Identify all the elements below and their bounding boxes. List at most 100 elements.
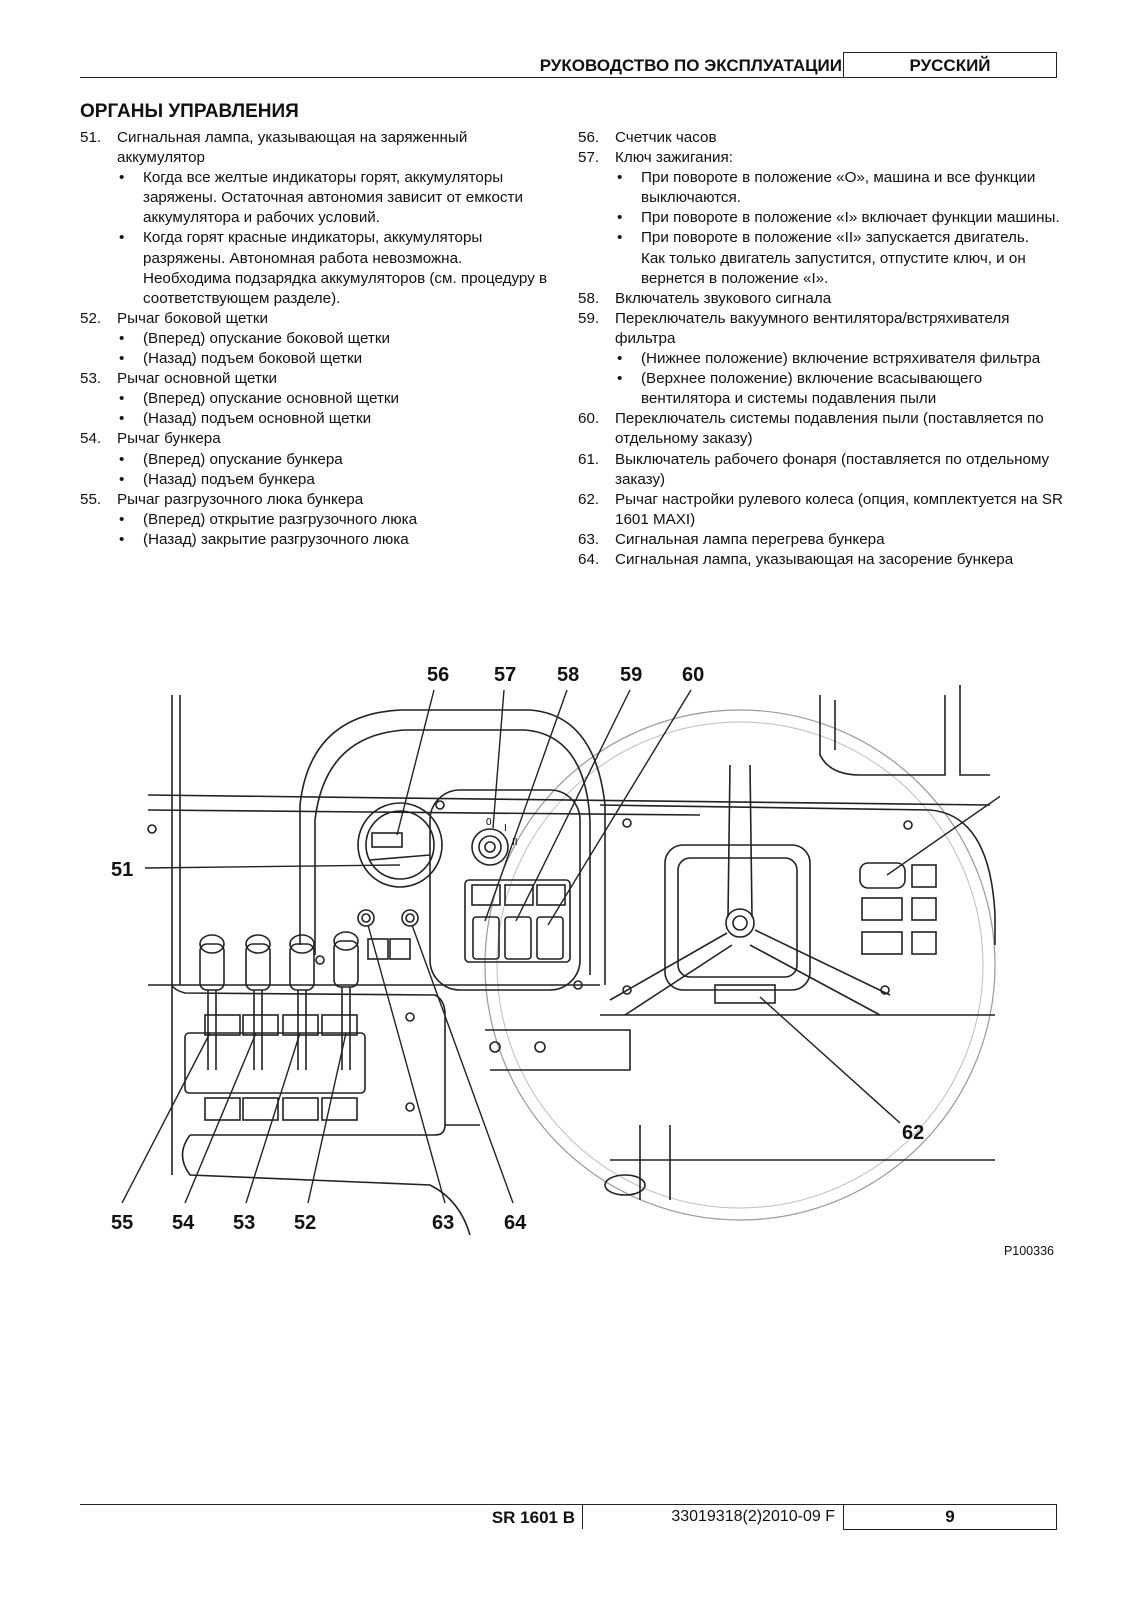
footer-separator	[582, 1505, 583, 1529]
callout-64: 64	[504, 1212, 527, 1234]
callout-57: 57	[494, 664, 516, 686]
steering-wheel-hub	[725, 908, 755, 938]
dashboard-cowl	[299, 709, 606, 985]
sub-item: (Назад) подъем бункера	[117, 470, 550, 490]
list-item: 60. Переключатель системы подавления пыл…	[578, 409, 1063, 449]
callout-62: 62	[902, 1122, 924, 1144]
list-item: 53. Рычаг основной щетки (Вперед) опуска…	[80, 369, 550, 429]
item-number: 62.	[578, 490, 600, 508]
header-rule	[80, 77, 1057, 78]
page-number: 9	[843, 1504, 1057, 1530]
callout-56: 56	[427, 664, 449, 686]
list-item: 55. Рычаг разгрузочного люка бункера (Вп…	[80, 490, 550, 550]
item-number: 64.	[578, 550, 600, 568]
sub-item: (Вперед) открытие разгрузочного люка	[117, 510, 550, 530]
item-number: 58.	[578, 289, 600, 307]
list-item: 64. Сигнальная лампа, указывающая на зас…	[578, 550, 1063, 570]
sub-list: (Вперед) открытие разгрузочного люка (На…	[117, 510, 550, 550]
footer-model: SR 1601 B	[491, 1508, 575, 1527]
hour-meter	[357, 802, 443, 888]
item-text: Сигнальная лампа, указывающая на засорен…	[615, 550, 1014, 568]
item-text: Рычаг основной щетки	[117, 370, 277, 388]
control-panel-figure: 0 I II 56 57 58 59 60 61 51 62 55 54 53 …	[100, 655, 1029, 1240]
sub-item: (Вперед) опускание бункера	[117, 450, 550, 470]
header-language: РУССКИЙ	[843, 52, 1057, 78]
controls-list-right: 56. Счетчик часов 57. Ключ зажигания: Пр…	[578, 128, 1063, 570]
dust-control-switch	[536, 916, 564, 960]
lever-main-brush	[289, 934, 315, 1070]
item-text: Переключатель вакуумного вентилятора/вст…	[615, 309, 1010, 347]
sub-item: При повороте в положение «O», машина и в…	[615, 168, 1063, 208]
callout-53: 53	[233, 1212, 255, 1234]
sub-list: (Вперед) опускание основной щетки (Назад…	[117, 389, 550, 429]
item-number: 56.	[578, 129, 600, 146]
item-note: Как только двигатель запустится, отпусти…	[641, 249, 1026, 287]
callout-60: 60	[682, 664, 704, 686]
item-number: 63.	[578, 530, 600, 548]
work-light-switch	[859, 862, 906, 889]
callout-58: 58	[557, 664, 579, 686]
item-number: 61.	[578, 450, 600, 468]
item-text: Рычаг настройки рулевого колеса (опция, …	[615, 490, 1063, 528]
sub-item: (Нижнее положение) включение встряхивате…	[615, 349, 1063, 369]
list-item: 61. Выключатель рабочего фонаря (поставл…	[578, 450, 1063, 490]
steering-adjust-lever	[714, 984, 776, 1004]
figure-code: P100336	[1003, 1244, 1054, 1258]
sub-item: Когда горят красные индикаторы, аккумуля…	[117, 228, 550, 308]
item-text: Рычаг боковой щетки	[117, 309, 268, 327]
item-text: Сигнальная лампа, указывающая на заряжен…	[117, 129, 468, 167]
footer-doc-code: 33019318(2)2010-09 F	[671, 1508, 835, 1525]
header-manual-title: РУКОВОДСТВО ПО ЭКСПЛУАТАЦИИ	[539, 56, 842, 75]
footer-rule	[80, 1504, 1057, 1505]
callout-52: 52	[294, 1212, 316, 1234]
steering-wheel-rim	[484, 709, 996, 1221]
controls-list-left: 51. Сигнальная лампа, указывающая на зар…	[80, 128, 550, 550]
callout-51: 51	[111, 859, 133, 881]
ignition-key	[471, 828, 509, 866]
key-position-2: II	[512, 837, 518, 848]
item-text: Рычаг разгрузочного люка бункера	[117, 490, 364, 508]
list-item: 58. Включатель звукового сигнала	[578, 289, 1063, 309]
lever-panel	[171, 984, 446, 1136]
item-number: 53.	[80, 370, 102, 388]
list-item: 52. Рычаг боковой щетки (Вперед) опускан…	[80, 309, 550, 369]
item-number: 51.	[80, 129, 102, 146]
lever-hopper	[245, 934, 271, 1070]
callout-59: 59	[620, 664, 642, 686]
steering-wheel-rim-inner	[496, 721, 984, 1209]
sub-item: При повороте в положение «II» запускаетс…	[615, 228, 1063, 248]
item-text: Переключатель системы подавления пыли (п…	[615, 410, 1044, 448]
steering-column	[664, 844, 811, 991]
section-title: ОРГАНЫ УПРАВЛЕНИЯ	[80, 101, 299, 122]
lever-hopper-door	[199, 934, 225, 1070]
switch-block	[464, 879, 571, 963]
sub-list: Когда все желтые индикаторы горят, аккум…	[117, 168, 550, 309]
callout-54: 54	[172, 1212, 195, 1234]
callout-55: 55	[111, 1212, 133, 1234]
sub-item: (Верхнее положение) включение всасывающе…	[615, 369, 1063, 409]
list-item: 51. Сигнальная лампа, указывающая на зар…	[80, 128, 550, 309]
sub-item: Когда все желтые индикаторы горят, аккум…	[117, 168, 550, 228]
item-number: 59.	[578, 309, 600, 327]
item-number: 54.	[80, 430, 102, 448]
item-number: 52.	[80, 309, 102, 327]
sub-item: (Назад) подъем боковой щетки	[117, 349, 550, 369]
list-item: 62. Рычаг настройки рулевого колеса (опц…	[578, 490, 1063, 530]
list-item: 63. Сигнальная лампа перегрева бункера	[578, 530, 1063, 550]
item-text: Включатель звукового сигнала	[615, 289, 832, 307]
hopper-clogging-lamp	[401, 909, 419, 927]
item-text: Рычаг бункера	[117, 430, 221, 448]
list-item: 59. Переключатель вакуумного вентилятора…	[578, 309, 1063, 409]
sub-item: (Назад) закрытие разгрузочного люка	[117, 530, 550, 550]
sub-item: (Назад) подъем основной щетки	[117, 409, 550, 429]
sub-list: (Вперед) опускание бункера (Назад) подъе…	[117, 450, 550, 490]
sub-list: При повороте в положение «O», машина и в…	[615, 168, 1063, 248]
item-number: 60.	[578, 410, 600, 428]
key-position-0: 0	[486, 817, 492, 828]
callout-63: 63	[432, 1212, 454, 1234]
list-item: 54. Рычаг бункера (Вперед) опускание бун…	[80, 429, 550, 489]
lever-side-brush	[333, 931, 359, 1070]
item-text: Счетчик часов	[615, 129, 717, 146]
sub-item: (Вперед) опускание боковой щетки	[117, 329, 550, 349]
item-text: Выключатель рабочего фонаря (поставляетс…	[615, 450, 1050, 488]
